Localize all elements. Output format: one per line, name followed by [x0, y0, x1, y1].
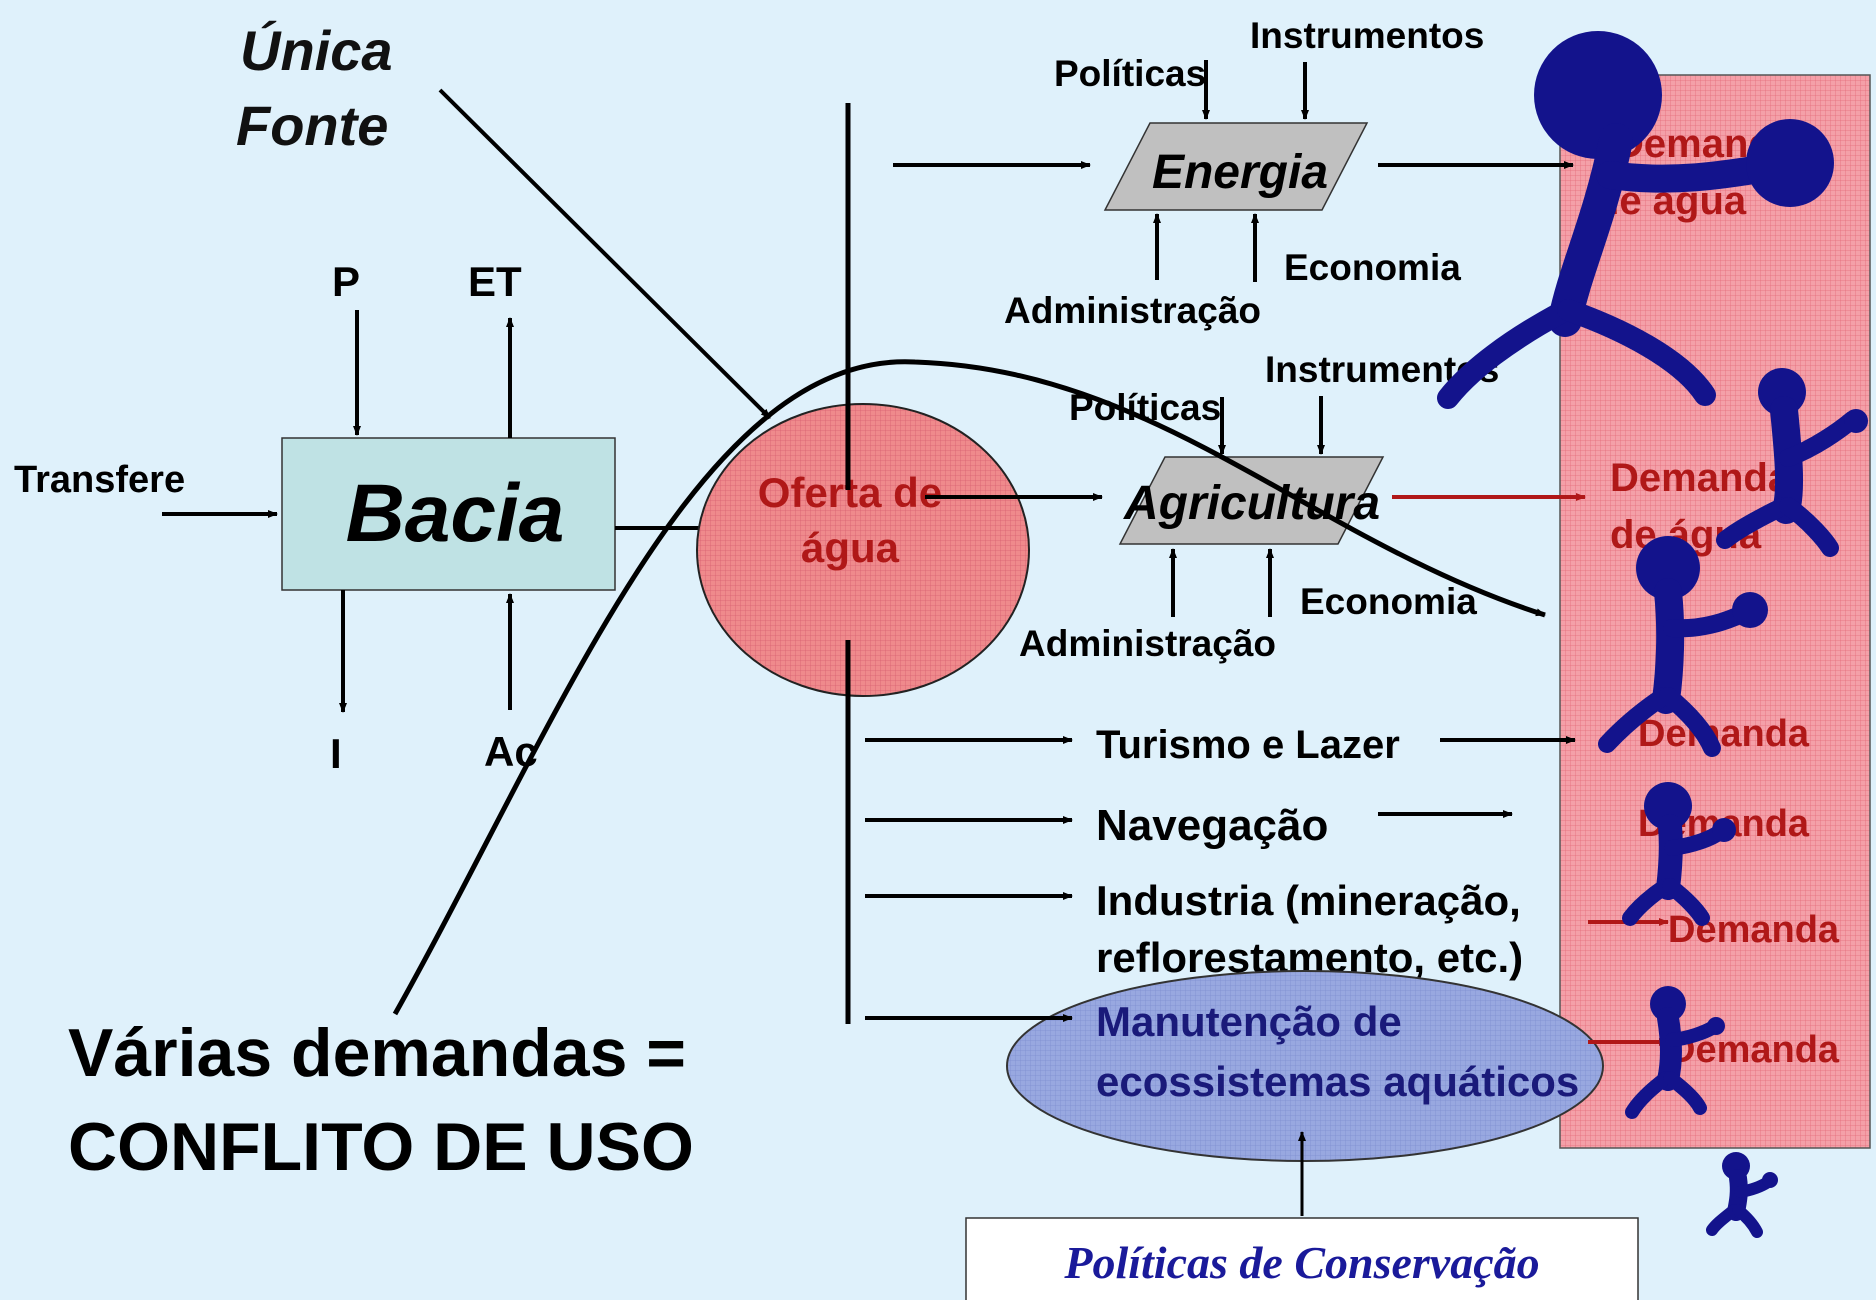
bacia-box — [281, 437, 616, 591]
bacia-output-et: ET — [468, 258, 522, 305]
use-industria: Industria (mineração, — [1096, 877, 1521, 924]
energia-politicas: Políticas — [1054, 53, 1206, 94]
use-manutencao: Manutenção de — [1096, 998, 1402, 1045]
energia-economia: Economia — [1284, 247, 1461, 288]
agricultura-economia: Economia — [1300, 581, 1477, 622]
use-turismo: Turismo e Lazer — [1096, 723, 1400, 767]
bacia-output-i: I — [330, 730, 342, 777]
energia-administracao: Administração — [1004, 290, 1261, 331]
person-figure-icon — [1622, 782, 1736, 926]
unica-fonte-title-line2: Fonte — [236, 94, 388, 157]
person-figure-icon — [1716, 368, 1868, 557]
demand-agricultura: Demanda — [1610, 456, 1791, 500]
bacia-input-p: P — [332, 258, 360, 305]
conflict-curve — [392, 359, 1546, 1016]
agricultura-administracao: Administração — [1019, 623, 1276, 664]
oferta-ellipse — [696, 403, 1030, 697]
energia-instrumentos: Instrumentos — [1250, 15, 1484, 56]
conflict-title: Várias demandas = — [68, 1015, 686, 1091]
energia-label: Energia — [1152, 146, 1328, 199]
use-manutencao-line2: ecossistemas aquáticos — [1096, 1058, 1579, 1105]
person-figure-icon — [1625, 986, 1725, 1119]
person-figure-icon — [1598, 536, 1768, 757]
oferta-label-line2: água — [801, 524, 900, 571]
conservacao-label: Políticas de Conservação — [1063, 1237, 1539, 1288]
unica-fonte-title: Única — [240, 19, 393, 82]
person-figure-icon — [1706, 1152, 1778, 1238]
agricultura-politicas: Políticas — [1069, 387, 1221, 428]
conflict-title-line2: CONFLITO DE USO — [68, 1109, 694, 1185]
demand-panel — [1559, 74, 1871, 1149]
person-figure-icon — [1437, 31, 1834, 409]
use-navegacao: Navegação — [1096, 801, 1328, 850]
demand-turismo: Demanda — [1638, 713, 1810, 755]
agricultura-box — [1118, 456, 1385, 545]
bacia-input-transfere: Transfere — [14, 459, 185, 501]
energia-box — [1103, 122, 1369, 211]
ecossistemas-ellipse — [1006, 970, 1604, 1162]
bacia-input-ac: Ac — [484, 728, 538, 775]
conservacao-box — [965, 1217, 1639, 1300]
bacia-label: Bacia — [346, 468, 565, 559]
unica-fonte-arrow — [438, 88, 772, 420]
